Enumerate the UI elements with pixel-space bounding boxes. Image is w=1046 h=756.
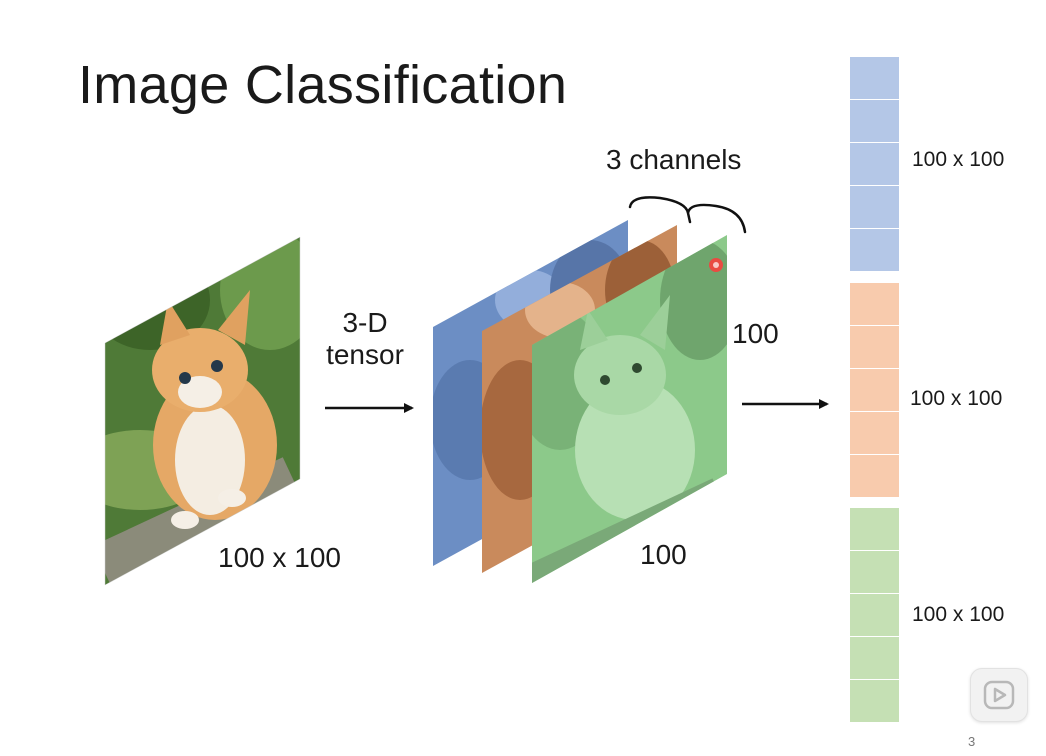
vector-cell	[850, 143, 899, 185]
vector-cell	[850, 57, 899, 99]
tensor-label-line2: tensor	[326, 339, 404, 371]
vector-cell	[850, 229, 899, 271]
segment-label-orange: 100 x 100	[910, 387, 1003, 410]
vector-cell	[850, 326, 899, 368]
vector-cell	[850, 680, 899, 722]
vector-cell	[850, 637, 899, 679]
vector-cell	[850, 412, 899, 454]
play-button[interactable]	[970, 668, 1028, 722]
vector-cell	[850, 551, 899, 593]
channel-height-label: 100	[732, 318, 779, 349]
vector-cell	[850, 100, 899, 142]
tensor-label-line1: 3-D	[342, 307, 388, 338]
segment-label-blue: 100 x 100	[912, 148, 1005, 171]
vector-cell	[850, 455, 899, 497]
vector-cell	[850, 369, 899, 411]
laser-pointer-icon	[709, 258, 723, 272]
tensor-label: 3-D tensor	[318, 307, 412, 371]
page-number: 3	[968, 734, 976, 749]
segment-label-green: 100 x 100	[912, 603, 1005, 626]
channel-width-label: 100	[640, 539, 687, 570]
play-icon	[983, 680, 1015, 710]
slide-title: Image Classification	[78, 55, 568, 115]
channels-brace-label: 3 channels	[606, 144, 742, 175]
curly-brace-icon	[628, 196, 747, 234]
vector-cell	[850, 594, 899, 636]
vector-cell	[850, 508, 899, 550]
vector-cell	[850, 283, 899, 325]
vector-cell	[850, 186, 899, 228]
input-size-label: 100 x 100	[218, 542, 341, 573]
